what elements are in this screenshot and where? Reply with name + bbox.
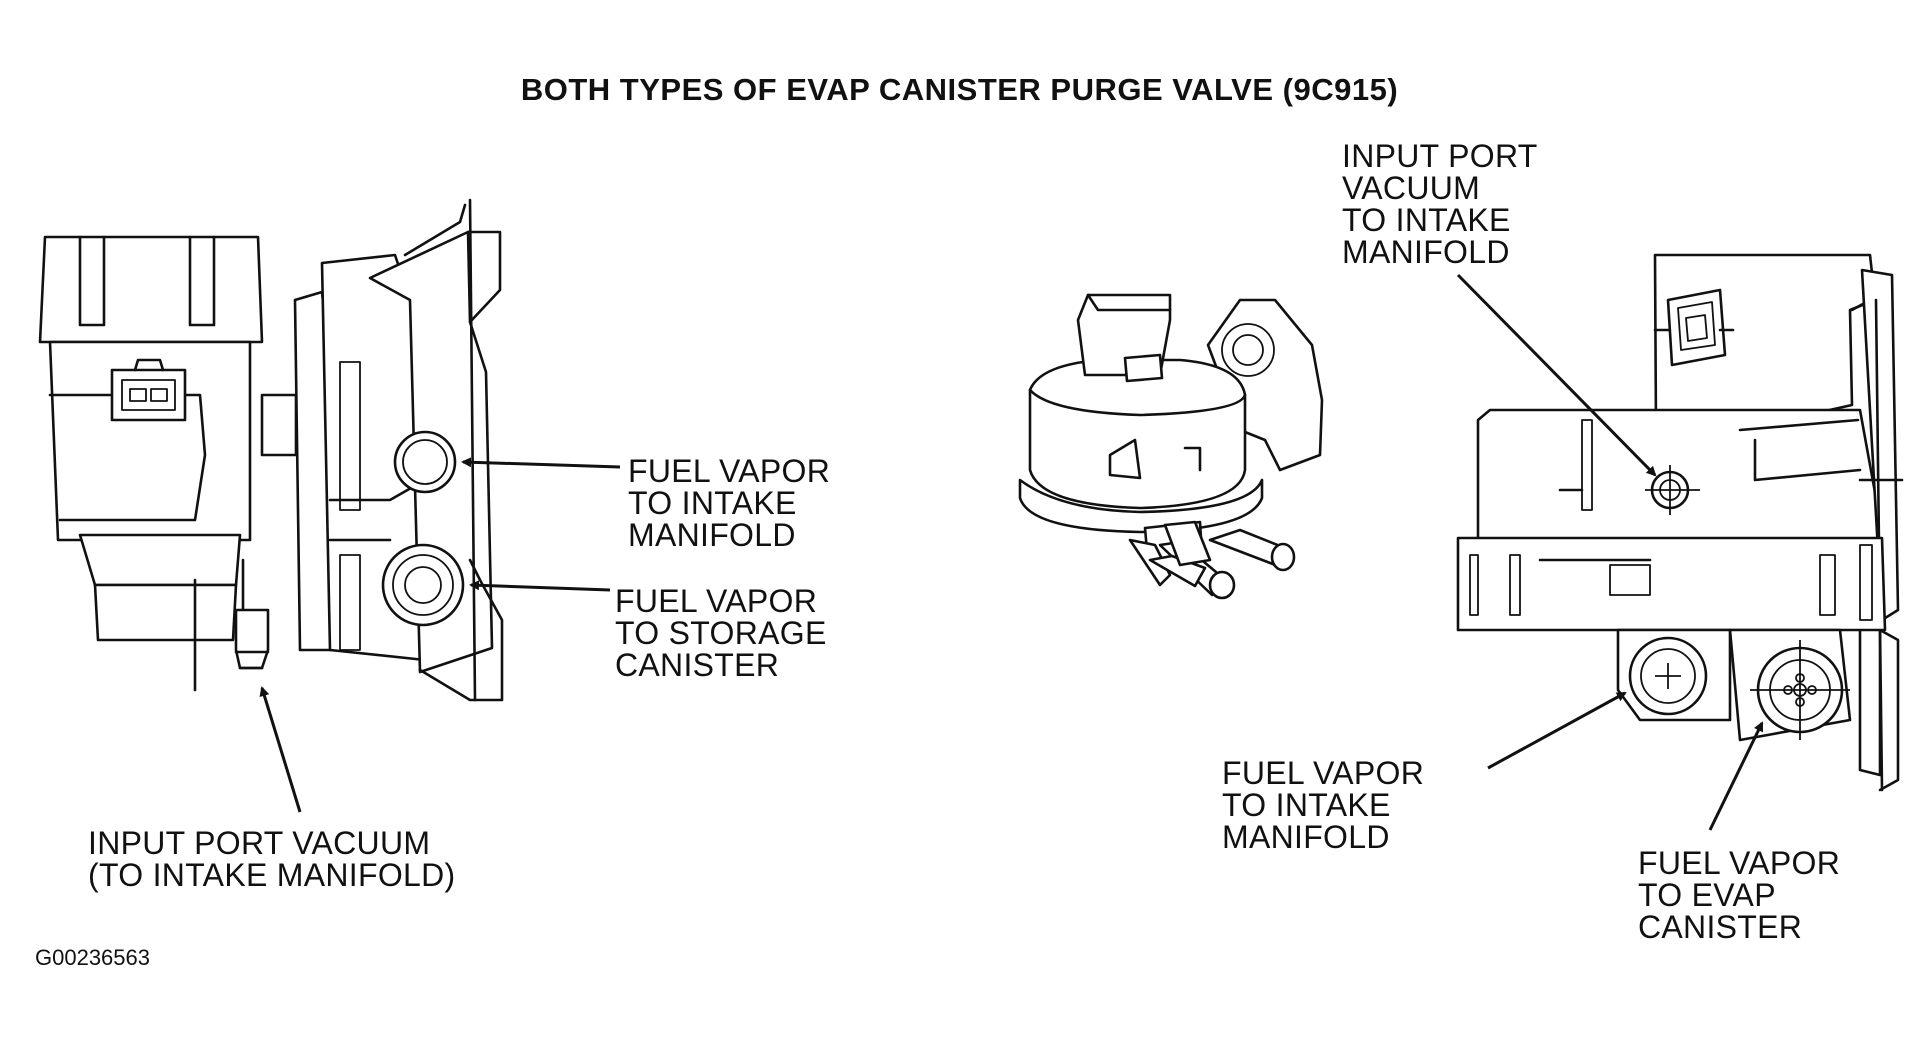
right-valve-leader-lines [1456, 273, 1764, 831]
diagram-title: BOTH TYPES OF EVAP CANISTER PURGE VALVE … [520, 72, 1399, 107]
right-label-fuel-vapor-intake: FUEL VAPOR TO INTAKE MANIFOLD [1222, 755, 1425, 855]
right-label-fuel-vapor-evap: FUEL VAPOR TO EVAP CANISTER [1638, 845, 1841, 945]
right-purge-valve-illustration [1456, 253, 1904, 792]
middle-purge-valve-illustration [1018, 293, 1324, 600]
left-label-fuel-vapor-storage: FUEL VAPOR TO STORAGE CANISTER [615, 583, 827, 683]
left-label-input-port-vacuum: INPUT PORT VACUUM (TO INTAKE MANIFOLD) [88, 825, 456, 893]
left-label-fuel-vapor-intake: FUEL VAPOR TO INTAKE MANIFOLD [628, 453, 831, 553]
figure-id: G00236563 [35, 945, 150, 970]
left-valve-leader-lines [259, 457, 621, 813]
right-label-input-port-vacuum: INPUT PORT VACUUM TO INTAKE MANIFOLD [1342, 138, 1538, 270]
left-purge-valve-illustration [38, 198, 504, 702]
